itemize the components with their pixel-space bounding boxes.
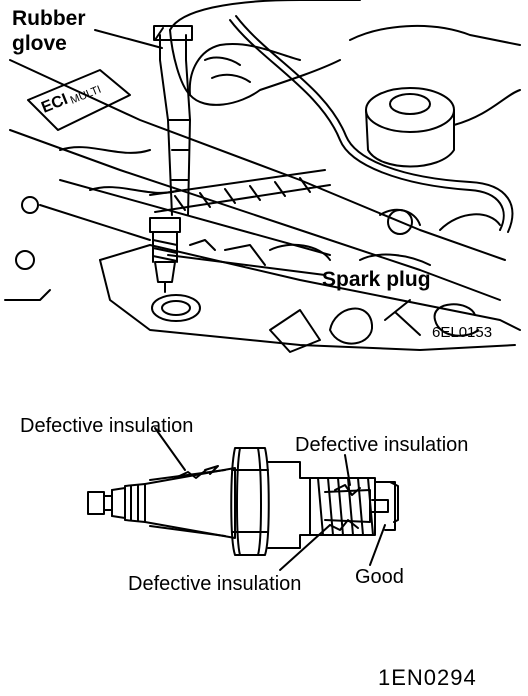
figure-id: 1EN0294 [378,665,477,690]
engine-illustration [4,0,521,353]
badge-multi: MULTI [69,84,103,107]
label-defective-insulation-right: Defective insulation [295,434,468,456]
label-defective-insulation-left: Defective insulation [20,415,193,437]
label-good: Good [355,566,404,588]
badge-eci: ECI [39,91,70,117]
figure-code-top: 6EL0153 [432,324,492,341]
label-rubber-glove-line2: glove [12,32,67,55]
spark-plug-illustration [87,427,399,571]
label-defective-insulation-bottom: Defective insulation [128,573,301,595]
label-rubber-glove-line1: Rubber [12,7,86,30]
label-spark-plug: Spark plug [322,268,431,291]
